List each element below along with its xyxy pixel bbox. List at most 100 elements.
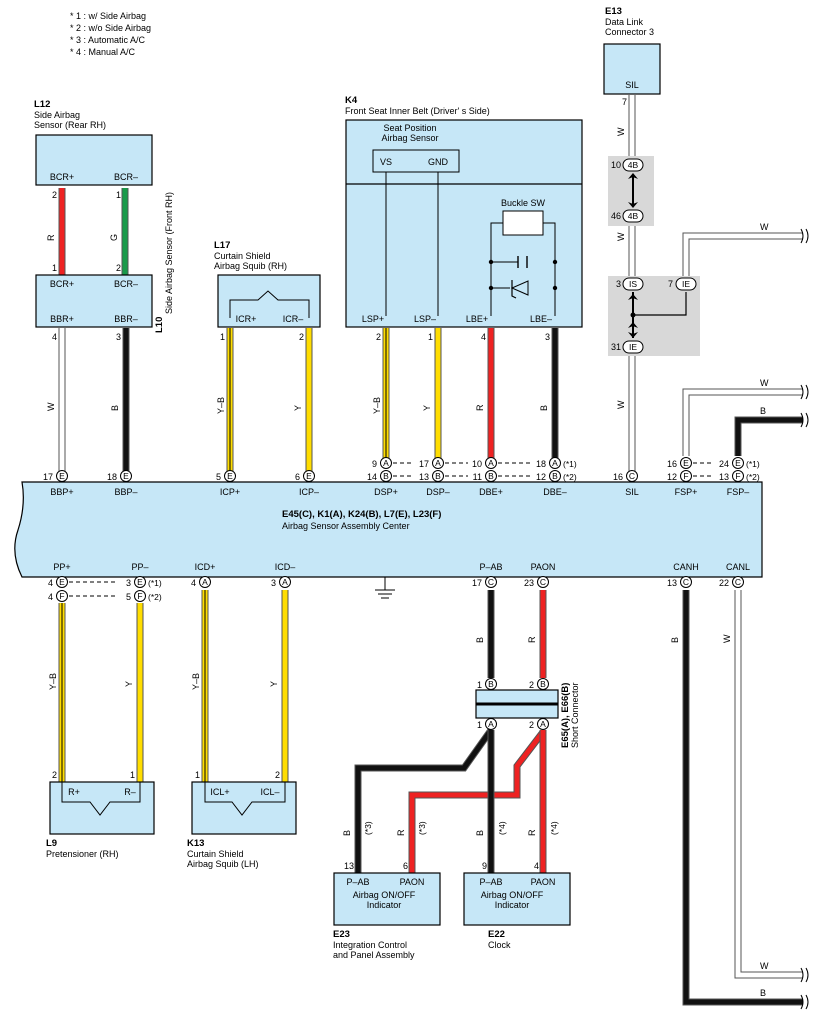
connector-num: 5	[216, 472, 221, 482]
connector-id: E	[59, 471, 65, 481]
k13-pin-num: 2	[275, 770, 280, 780]
connector-num: 1	[477, 720, 482, 730]
note-4: * 4 : Manual A/C	[70, 47, 136, 57]
k4-pin-label: LSP+	[362, 314, 384, 324]
k4-pin-label: LBE–	[530, 314, 552, 324]
connector-num: 13	[667, 578, 677, 588]
e23-pin-num: 13	[344, 861, 354, 871]
junction-id: IE	[629, 342, 637, 352]
wire-label: R	[527, 829, 537, 836]
connector-note: (*2)	[148, 592, 162, 602]
wire-note: (*3)	[417, 821, 427, 835]
connector-id: C	[488, 577, 494, 587]
main-top-connectors: E17 E18 E5 E6 C16	[43, 470, 638, 482]
connector-num: 1	[477, 680, 482, 690]
l12-pin-label: BCR–	[114, 172, 138, 182]
connector-num: 18	[107, 472, 117, 482]
ground-icon	[375, 577, 395, 599]
l9-pin-num: 1	[130, 770, 135, 780]
connector-id: A	[488, 458, 494, 468]
e23-pin-label: PAON	[400, 877, 425, 887]
connector-note: (*1)	[563, 459, 577, 469]
connector-num: 22	[719, 578, 729, 588]
k13-pin-label: ICL–	[260, 787, 279, 797]
row-star1: A9 A17 A10 A18 (*1)	[372, 457, 577, 469]
connector-id: A	[282, 577, 288, 587]
main-pin-bottom: ICD–	[275, 562, 296, 572]
connector-id: A	[202, 577, 208, 587]
squib-icon	[229, 290, 310, 318]
wire-label: B	[110, 405, 120, 411]
connector-num: 23	[524, 578, 534, 588]
wire-label: B	[342, 830, 352, 836]
k4-name: Front Seat Inner Belt (Driver' s Side)	[345, 106, 490, 116]
wire-label: Y–B	[191, 673, 201, 690]
connector-id: E	[123, 471, 129, 481]
connector-num: 16	[667, 459, 677, 469]
l10-box	[35, 274, 153, 328]
connector-id: E	[137, 577, 143, 587]
l10-pin-label: BCR–	[114, 279, 138, 289]
connector-id: A	[488, 719, 494, 729]
connector-num: 9	[372, 459, 377, 469]
connector-num: 4	[48, 578, 53, 588]
connector-num: 17	[43, 472, 53, 482]
main-pin-top: ICP+	[220, 487, 240, 497]
connector-num: 17	[472, 578, 482, 588]
main-pin-bottom: PP–	[131, 562, 148, 572]
connector-id: B	[488, 471, 494, 481]
connector-num: 4	[191, 578, 196, 588]
junction-connector-4b: 4B 10 4B 46	[608, 156, 654, 226]
connector-num: 2	[529, 680, 534, 690]
main-pin-top: DBE+	[479, 487, 503, 497]
connector-arrow-icon	[628, 294, 638, 338]
wire-label: W	[46, 402, 56, 411]
main-box	[14, 481, 763, 578]
junction-pin	[622, 158, 644, 172]
wire-label: R	[46, 234, 56, 241]
k4-pin-num: 2	[376, 332, 381, 342]
wire-fsp-plus	[682, 388, 803, 456]
main-pin-top: BBP–	[114, 487, 137, 497]
connector-pin	[224, 470, 236, 482]
wire-label: W	[616, 127, 626, 136]
junction-pin	[622, 340, 644, 354]
short-connector-code: E65(A), E66(B)	[560, 683, 571, 748]
connector-num: 24	[719, 459, 729, 469]
connector-num: 11	[473, 472, 482, 482]
main-codes: E45(C), K1(A), K24(B), L7(E), L23(F)	[282, 509, 441, 520]
connector-num: 4	[48, 592, 53, 602]
main-pin-top: DBE–	[543, 487, 567, 497]
wire-label: B	[670, 637, 680, 643]
l17-pin-num: 2	[299, 332, 304, 342]
wire-note: (*4)	[497, 821, 507, 835]
junction-pin	[622, 209, 644, 223]
connector-pin	[56, 470, 68, 482]
l9-name: Pretensioner (RH)	[46, 849, 119, 859]
k4-sub1-pin: GND	[428, 157, 449, 167]
l10-pin-label: BBR–	[114, 314, 138, 324]
l10-pin-num: 1	[52, 263, 57, 273]
l17-pin-label: ICR+	[236, 314, 257, 324]
l10-pin-num: 4	[52, 332, 57, 342]
e23-code: E23	[333, 929, 350, 940]
row-star2: B14 B13 B11 B12 (*2)	[367, 470, 577, 482]
main-dual-connectors: A9 A17 A10 A18 (*1) B14 B13 B11 B12 (*2)…	[48, 457, 760, 602]
main-pin-top: DSP–	[426, 487, 450, 497]
main-pin-bottom: ICD+	[195, 562, 216, 572]
k4-pin-num: 3	[545, 332, 550, 342]
connector-pin	[120, 470, 132, 482]
note-3: * 3 : Automatic A/C	[70, 35, 146, 45]
wire-label: B	[760, 406, 766, 416]
junction-id: 4B	[628, 160, 639, 170]
k4-pin-num: 4	[481, 332, 486, 342]
connector-id: B	[488, 679, 494, 689]
main-pin-top: FSP+	[675, 487, 698, 497]
l12-code: L12	[34, 99, 50, 110]
junction-num: 7	[668, 279, 673, 289]
wire-label: B	[539, 405, 549, 411]
